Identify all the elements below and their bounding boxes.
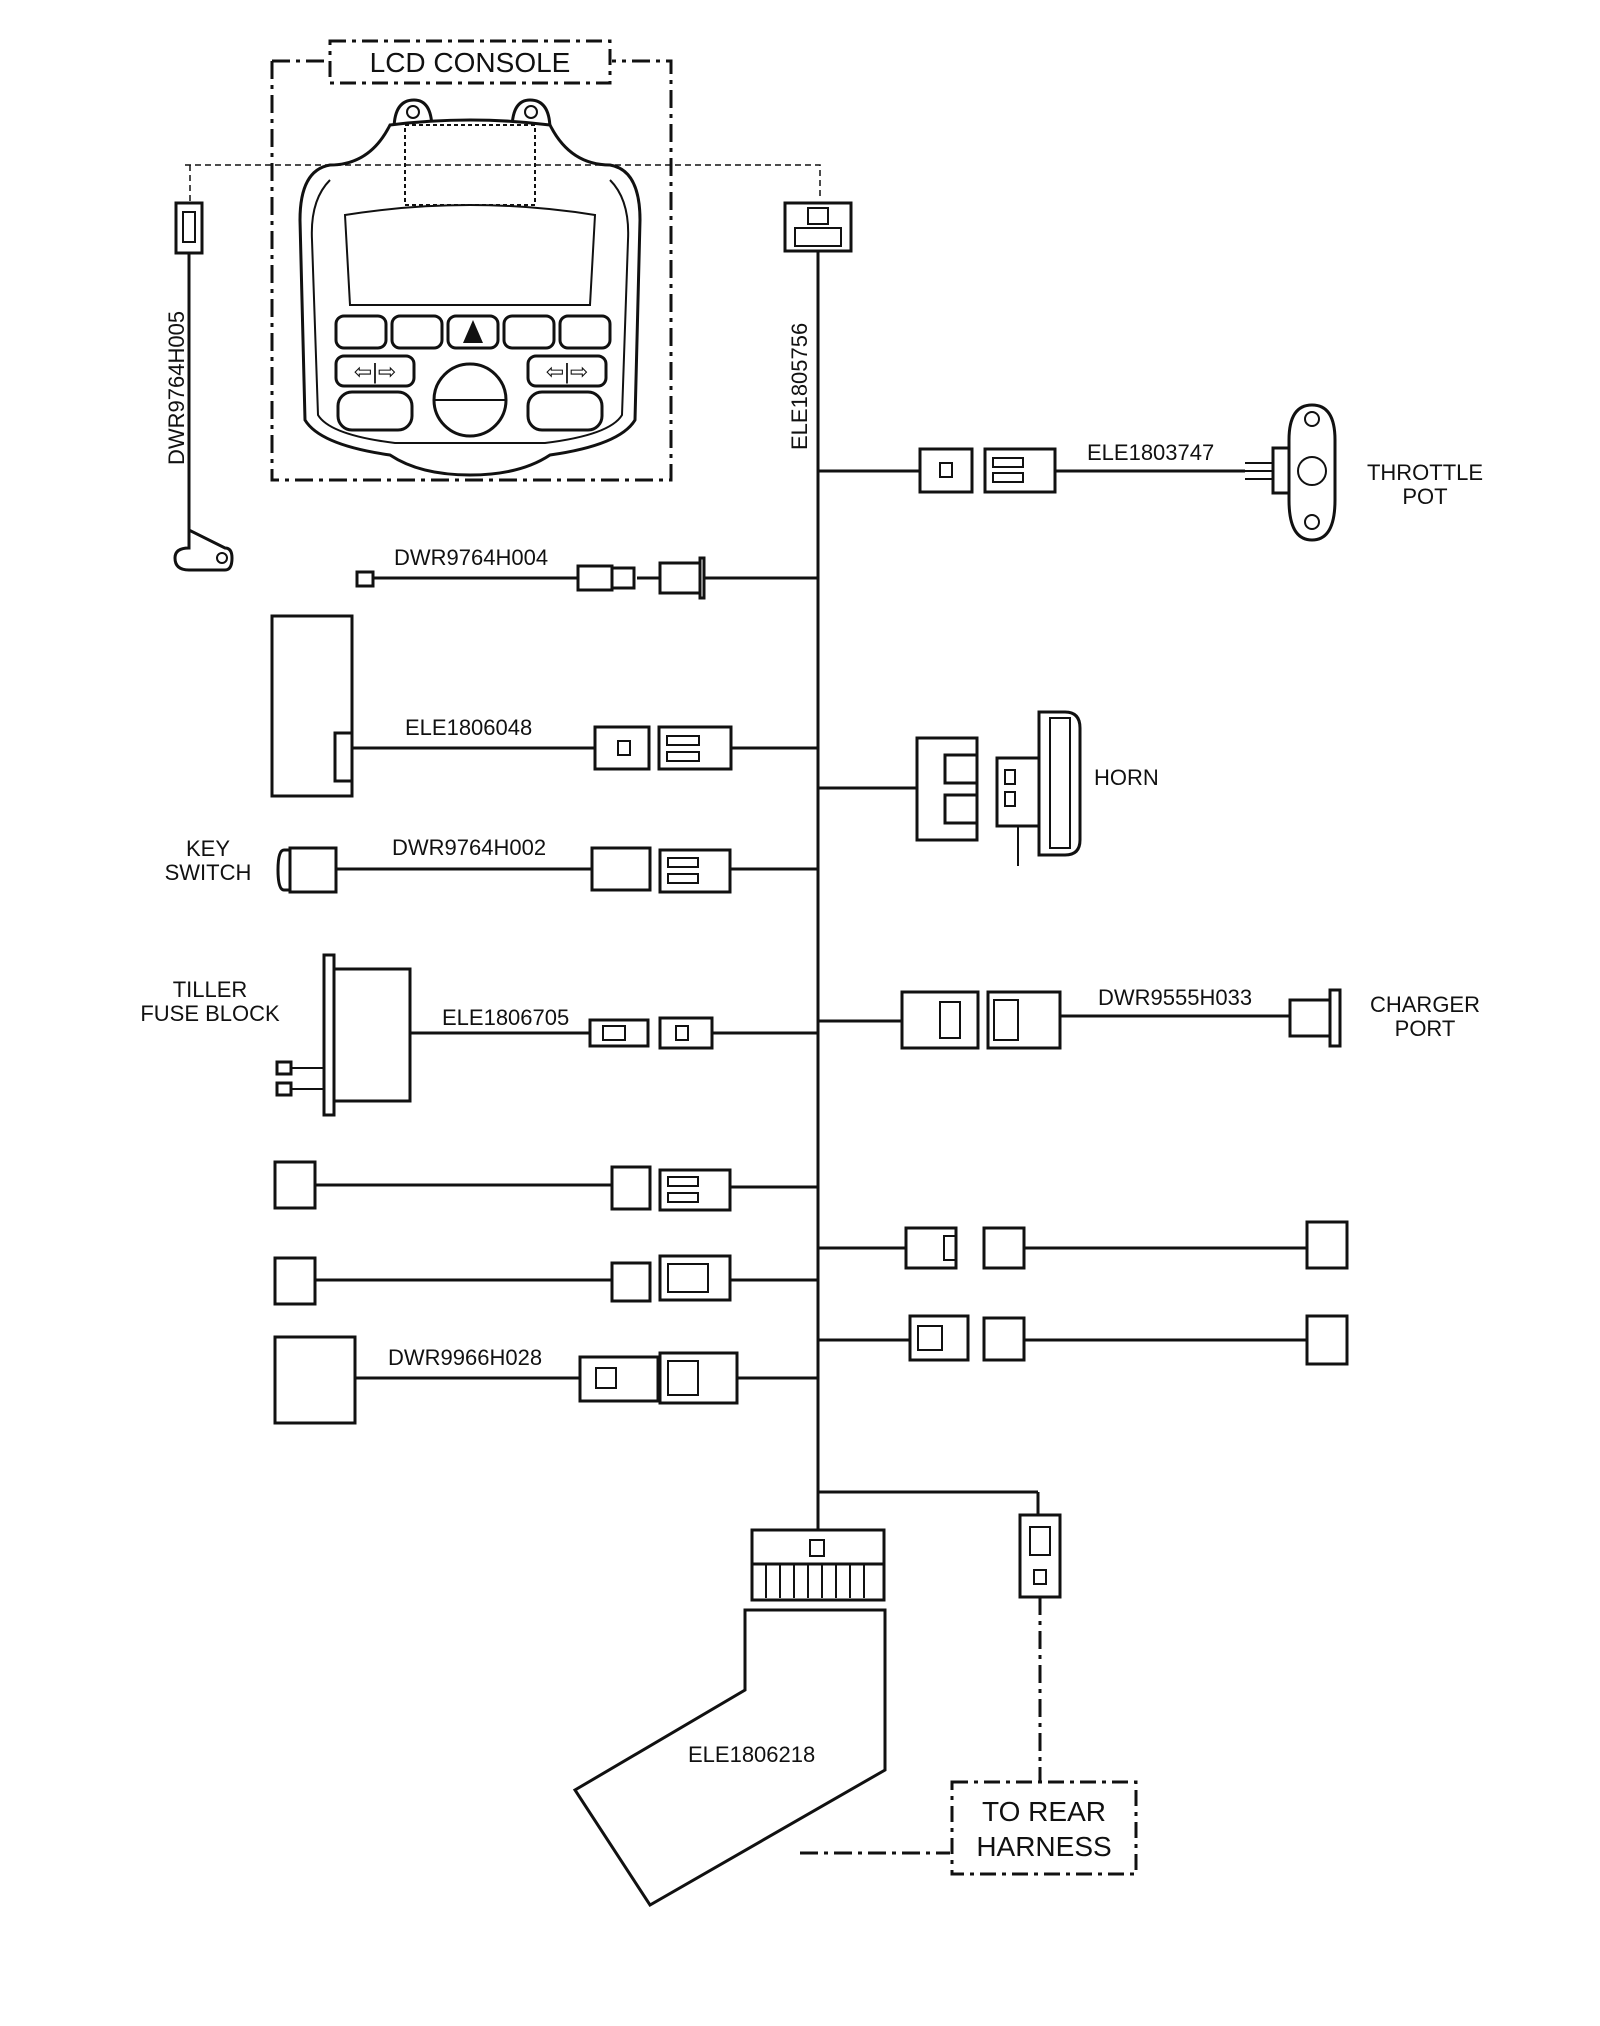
rear-harness-label-1: TO REAR	[982, 1796, 1106, 1827]
fuse-block-icon	[275, 953, 412, 1117]
throttle-pot-label-2: POT	[1402, 484, 1447, 509]
connector-icon	[986, 990, 1062, 1050]
key-switch-label-2: SWITCH	[165, 860, 252, 885]
rear-harness-box	[950, 1780, 1138, 1876]
console-ground-part-number: DWR9764H005	[164, 311, 189, 465]
lcd-console-label: LCD CONSOLE	[370, 47, 571, 78]
horn-branch: HORN	[818, 710, 1159, 866]
rear-connector-part-number: ELE1806218	[688, 1742, 815, 1767]
right-branch-2	[818, 1314, 1349, 1366]
left-branch-1	[273, 1160, 818, 1212]
charger-part-number: DWR9555H033	[1098, 985, 1252, 1010]
h004-branch: DWR9764H004	[355, 545, 818, 600]
connector-icon	[982, 1226, 1026, 1270]
module-box	[273, 1335, 357, 1425]
connector-icon	[576, 564, 614, 592]
connector-icon	[657, 725, 733, 771]
connector-icon	[658, 848, 732, 894]
connector-icon	[610, 1261, 652, 1303]
charger-port-label-2: PORT	[1395, 1016, 1456, 1041]
rear-connector-branch: ELE1806218 TO REAR HARNESS	[572, 1490, 1138, 1908]
svg-text:⇦|⇨: ⇦|⇨	[354, 359, 397, 384]
throttle-pot-label-1: THROTTLE	[1367, 460, 1483, 485]
key-switch-branch: KEY SWITCH DWR9764H002	[165, 835, 818, 894]
connector-icon	[658, 1254, 732, 1302]
rear-harness-label-2: HARNESS	[976, 1831, 1111, 1862]
connector-icon	[578, 1355, 660, 1403]
lcd-console-icon: ⇦|⇨ ⇦|⇨	[298, 98, 642, 477]
fuse-block-label-2: FUSE BLOCK	[140, 1001, 280, 1026]
connector-icon	[658, 1016, 714, 1050]
connector-icon	[174, 201, 204, 255]
fuse-block-branch: TILLER FUSE BLOCK ELE1806705	[140, 953, 818, 1117]
h028-branch: DWR9966H028	[273, 1335, 818, 1425]
main-harness: ELE1805756	[783, 201, 853, 1492]
connector-icon	[658, 561, 702, 595]
throttle-part-number: ELE1803747	[1087, 440, 1214, 465]
h028-part-number: DWR9966H028	[388, 1345, 542, 1370]
connector-icon	[915, 736, 979, 842]
connector-icon	[918, 447, 974, 494]
key-switch-part-number: DWR9764H002	[392, 835, 546, 860]
key-switch-label-1: KEY	[186, 836, 230, 861]
connector-icon	[983, 447, 1057, 494]
charger-port-icon	[1288, 988, 1342, 1048]
ring-terminal-icon	[173, 527, 234, 572]
lcd-console-title-box	[328, 39, 612, 85]
left-branch-2	[273, 1254, 818, 1306]
console-ground-lead: DWR9764H005	[164, 201, 234, 572]
h048-part-number: ELE1806048	[405, 715, 532, 740]
fuse-block-label-1: TILLER	[173, 977, 248, 1002]
charger-branch: DWR9555H033 CHARGER PORT	[818, 985, 1480, 1050]
h048-branch: ELE1806048	[270, 614, 818, 798]
svg-text:⇦|⇨: ⇦|⇨	[546, 359, 589, 384]
connector-icon	[982, 1316, 1026, 1362]
main-harness-part-number: ELE1805756	[787, 323, 812, 450]
h004-part-number: DWR9764H004	[394, 545, 548, 570]
fuse-block-part-number: ELE1806705	[442, 1005, 569, 1030]
charger-port-label-1: CHARGER	[1370, 992, 1480, 1017]
throttle-branch: ELE1803747 THROTTLE POT	[818, 403, 1483, 542]
connector-icon	[588, 1018, 650, 1048]
rear-connector-icon	[572, 1528, 887, 1908]
horn-label: HORN	[1094, 765, 1159, 790]
connector-icon	[593, 725, 651, 771]
connector-icon	[904, 1226, 958, 1270]
connector-icon	[908, 1314, 970, 1362]
right-branch-1	[818, 1220, 1349, 1270]
connector-icon	[610, 1165, 652, 1211]
lcd-console: LCD CONSOLE ⇦|⇨ ⇦|⇨	[270, 39, 673, 482]
key-switch-icon	[276, 846, 338, 894]
connector-icon	[590, 846, 652, 892]
horn-icon	[995, 710, 1082, 866]
throttle-pot-icon	[1245, 403, 1337, 542]
